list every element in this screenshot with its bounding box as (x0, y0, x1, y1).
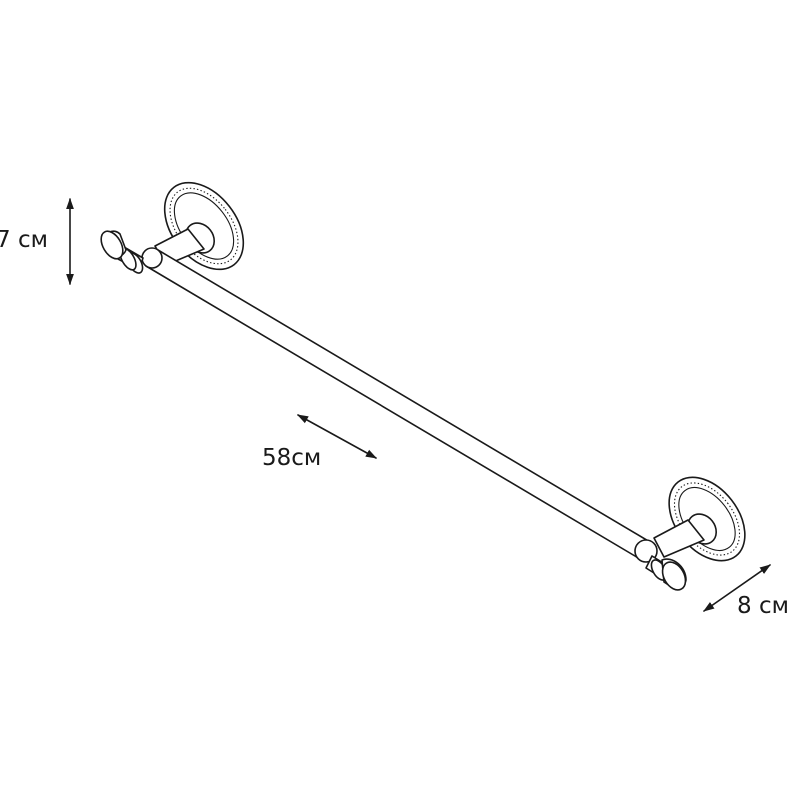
left-finial (100, 230, 144, 274)
length-dimension-arrow (297, 414, 377, 459)
depth-dimension-arrow (703, 564, 771, 612)
right-finial (634, 539, 687, 591)
right-wall-mount (653, 476, 746, 562)
depth-label: 8 см (737, 593, 789, 619)
towel-bar-rod (141, 247, 651, 560)
height-label: 7 см (0, 227, 48, 253)
length-label: 58см (262, 445, 322, 471)
